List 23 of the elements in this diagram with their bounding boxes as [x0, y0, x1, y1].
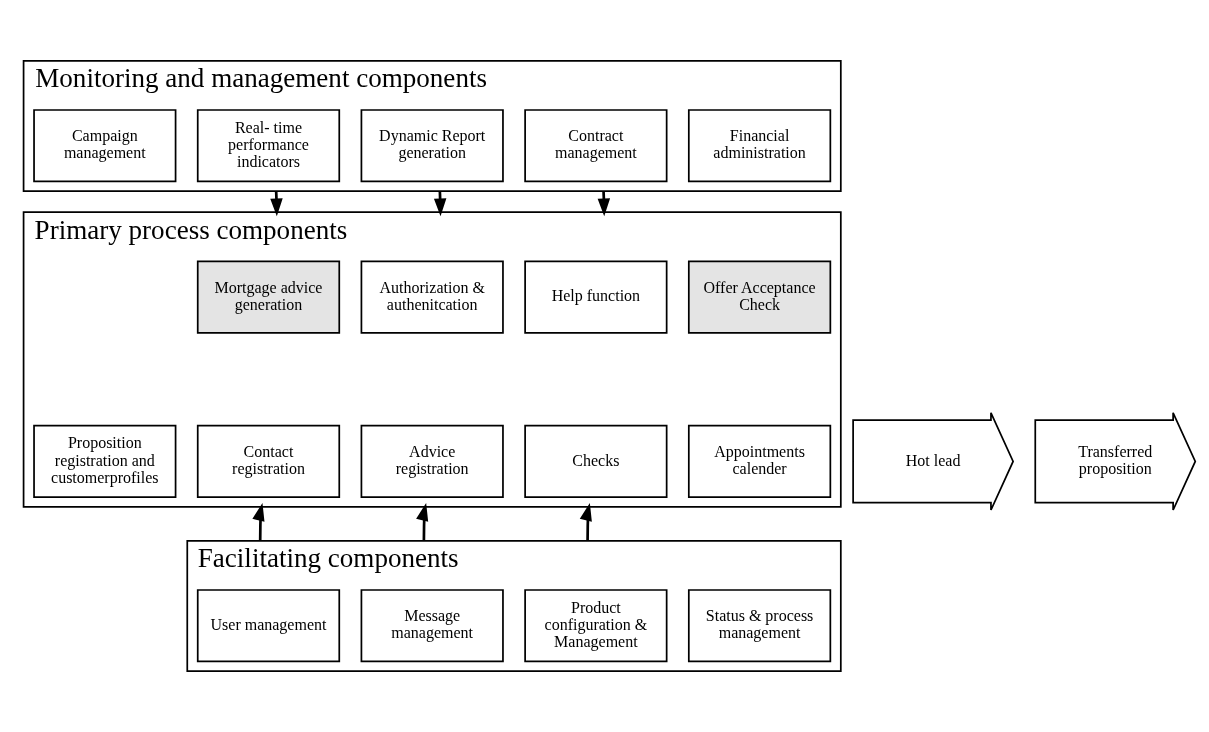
- arrow: [252, 502, 265, 541]
- node-box: Mortgage advice generation: [196, 260, 341, 334]
- node-box: Real- time performance indicators: [196, 109, 341, 183]
- node-box: Contract management: [524, 109, 668, 183]
- node-box: Authorization & authenitcation: [360, 260, 504, 334]
- node-box: Checks: [524, 424, 668, 498]
- node-box: Proposition registration and customerprofiles: [33, 424, 177, 498]
- node-box: Product configuration & Management: [524, 589, 668, 663]
- node-box: Campaign management: [33, 109, 177, 183]
- node-box: Message management: [360, 589, 504, 663]
- node-box: User management: [196, 589, 341, 663]
- node-box: Status & process management: [687, 589, 832, 663]
- node-box: Advice registration: [360, 424, 504, 498]
- arrow: [270, 191, 283, 217]
- node-box: Help function: [524, 260, 668, 334]
- node-box: Financial administration: [687, 109, 832, 183]
- node-box: Appointments calender: [687, 424, 832, 498]
- arrow: [597, 191, 611, 217]
- arrow: [579, 502, 592, 541]
- node-box: Contact registration: [196, 424, 341, 498]
- arrow: [416, 502, 429, 541]
- node-box: Dynamic Report generation: [360, 109, 504, 183]
- node-box: Offer Acceptance Check: [687, 260, 832, 334]
